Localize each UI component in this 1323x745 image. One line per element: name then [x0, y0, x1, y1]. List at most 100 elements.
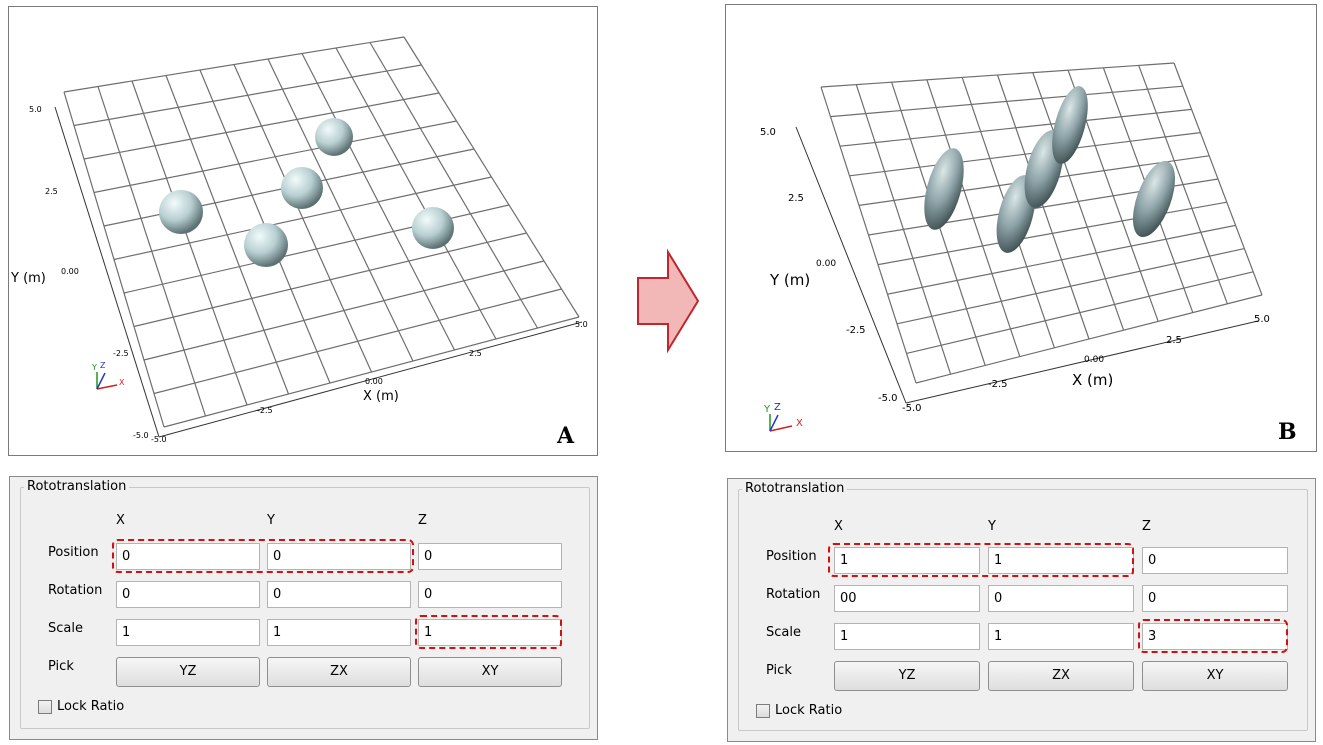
ellipsoid[interactable] — [1124, 156, 1183, 243]
triad-label-x: X — [796, 418, 803, 429]
grid-line — [143, 260, 545, 361]
y-tick: 2.5 — [45, 187, 58, 196]
grid-a — [63, 36, 580, 428]
view-a-label: A — [557, 423, 575, 449]
rototranslation-panel-b: Rototranslation X Y Z Position 1 1 0 Rot… — [727, 478, 1316, 742]
grid-b — [820, 62, 1263, 384]
y-tick: 5.0 — [29, 105, 42, 114]
sphere[interactable] — [412, 207, 454, 249]
lock-ratio-checkbox[interactable]: Lock Ratio — [38, 699, 124, 714]
position-highlight — [112, 539, 414, 573]
position-y-field[interactable]: 1 — [988, 547, 1134, 574]
scale-x-field[interactable]: 1 — [116, 619, 260, 646]
x-tick: -5.0 — [902, 403, 922, 414]
pick-xy-button[interactable]: XY — [418, 657, 562, 687]
column-header-x: X — [116, 513, 125, 528]
grid-line — [915, 294, 1263, 384]
y-tick: -2.5 — [846, 325, 866, 336]
y-axis-title: Y (m) — [11, 271, 46, 286]
x-axis-a — [158, 321, 583, 438]
scale-label: Scale — [766, 625, 801, 640]
y-tick: 0.00 — [816, 259, 837, 269]
y-tick: -5.0 — [133, 431, 149, 440]
scale-z-field[interactable]: 3 — [1142, 623, 1288, 650]
position-x-field[interactable]: 0 — [116, 543, 260, 570]
x-tick: -2.5 — [257, 406, 273, 415]
sphere[interactable] — [315, 118, 353, 156]
column-header-y: Y — [988, 519, 996, 534]
group-title: Rototranslation — [742, 481, 848, 496]
rotation-x-field[interactable]: 00 — [834, 585, 980, 612]
y-axis-title: Y (m) — [770, 271, 811, 289]
position-z-field[interactable]: 0 — [1142, 547, 1288, 574]
scale-label: Scale — [48, 621, 83, 636]
checkbox-box[interactable] — [38, 699, 52, 714]
y-tick: -5.0 — [878, 393, 898, 404]
grid-line — [335, 47, 497, 340]
grid-line — [1173, 62, 1263, 296]
grid-line — [369, 42, 539, 329]
scale-z-highlight — [1138, 619, 1288, 653]
rotation-z-field[interactable]: 0 — [1142, 585, 1288, 612]
grid-line — [906, 271, 1254, 354]
sphere[interactable] — [244, 223, 288, 267]
position-label: Position — [48, 545, 99, 560]
triad-label-y: Y — [764, 404, 771, 415]
pick-zx-button[interactable]: ZX — [267, 657, 411, 687]
triad-label-z: Z — [100, 361, 106, 370]
x-tick: -2.5 — [988, 379, 1008, 390]
grid-line — [887, 224, 1236, 295]
scale-z-field[interactable]: 1 — [418, 619, 562, 646]
position-z-field[interactable]: 0 — [418, 543, 562, 570]
y-axis-a — [54, 106, 160, 438]
viewport-b-canvas — [769, 62, 1263, 432]
rotation-y-field[interactable]: 0 — [988, 585, 1134, 612]
x-tick: -5.0 — [151, 435, 167, 444]
scale-y-field[interactable]: 1 — [988, 623, 1134, 650]
position-y-field[interactable]: 0 — [267, 543, 411, 570]
scale-y-field[interactable]: 1 — [267, 619, 411, 646]
rotation-z-field[interactable]: 0 — [418, 581, 562, 608]
column-header-x: X — [834, 519, 843, 534]
grid-line — [877, 201, 1227, 266]
axes-triad-icon — [769, 414, 793, 432]
scale-x-field[interactable]: 1 — [834, 623, 980, 650]
x-tick: 0.00 — [365, 377, 383, 386]
grid-line — [403, 36, 580, 318]
arrow-right-icon — [637, 248, 700, 354]
y-tick: -2.5 — [113, 349, 129, 358]
x-axis-title: X (m) — [1072, 371, 1114, 389]
column-header-z: Z — [1142, 519, 1151, 534]
lock-ratio-checkbox[interactable]: Lock Ratio — [756, 703, 842, 718]
axes-triad-icon — [96, 372, 118, 390]
grid-line — [267, 58, 414, 362]
rotation-y-field[interactable]: 0 — [267, 581, 411, 608]
lock-ratio-label: Lock Ratio — [57, 699, 125, 714]
position-highlight — [828, 543, 1134, 577]
checkbox-box[interactable] — [756, 703, 770, 718]
pick-label: Pick — [766, 663, 792, 678]
viewport-b[interactable]: Y (m) 5.0 2.5 0.00 -2.5 -5.0 -5.0 -2.5 0… — [725, 4, 1317, 452]
y-tick: 0.00 — [61, 267, 79, 276]
sphere[interactable] — [281, 167, 323, 209]
x-tick: 5.0 — [1254, 314, 1270, 325]
grid-line — [1138, 65, 1228, 305]
grid-line — [153, 288, 562, 395]
triad-label-x: X — [119, 378, 125, 387]
ellipsoid[interactable] — [917, 144, 972, 234]
group-title: Rototranslation — [24, 479, 130, 494]
ellipsoid[interactable] — [1045, 82, 1095, 167]
pick-yz-button[interactable]: YZ — [116, 657, 260, 687]
rotation-x-field[interactable]: 0 — [116, 581, 260, 608]
pick-zx-button[interactable]: ZX — [988, 661, 1134, 691]
grid-line — [163, 316, 580, 428]
sphere[interactable] — [159, 190, 203, 234]
lock-ratio-label: Lock Ratio — [775, 703, 843, 718]
pick-yz-button[interactable]: YZ — [834, 661, 980, 691]
pick-label: Pick — [48, 659, 74, 674]
pick-xy-button[interactable]: XY — [1142, 661, 1288, 691]
grid-line — [1032, 72, 1125, 331]
viewport-a[interactable]: Y (m) 5.0 2.5 0.00 -2.5 -5.0 -5.0 -2.5 0… — [8, 6, 598, 456]
y-axis-b — [795, 126, 907, 404]
position-x-field[interactable]: 1 — [834, 547, 980, 574]
